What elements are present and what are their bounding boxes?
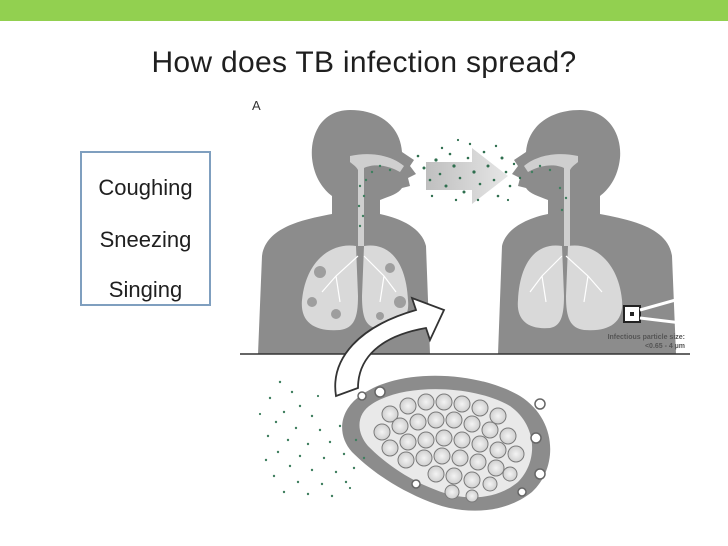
droplet-transmission-arrow (416, 138, 522, 204)
cause-sneezing: Sneezing (99, 227, 192, 252)
cause-coughing: Coughing (98, 175, 193, 200)
tb-transmission-illustration: A Infectious particle size: <0.65 - 4 µm (240, 96, 690, 536)
particle-size-label-line2: <0.65 - 4 µm (644, 343, 685, 350)
particle-size-label-line1: Infectious particle size: (607, 334, 685, 341)
infected-person-silhouette (258, 110, 430, 354)
lung-cavity-illustration (342, 375, 551, 511)
transmission-diagram (240, 110, 690, 511)
top-accent-bar (0, 0, 728, 21)
bacilli-spray (258, 380, 366, 498)
zoom-arrow (334, 296, 446, 398)
exposed-person-silhouette (498, 110, 690, 354)
cause-singing: Singing (108, 277, 183, 302)
slide-title: How does TB infection spread? (151, 46, 577, 79)
panel-letter: A (252, 98, 261, 113)
particle-size-label: Infectious particle size: <0.65 - 4 µm (595, 333, 685, 351)
transmission-causes-box: Coughing Sneezing Singing (80, 151, 211, 306)
